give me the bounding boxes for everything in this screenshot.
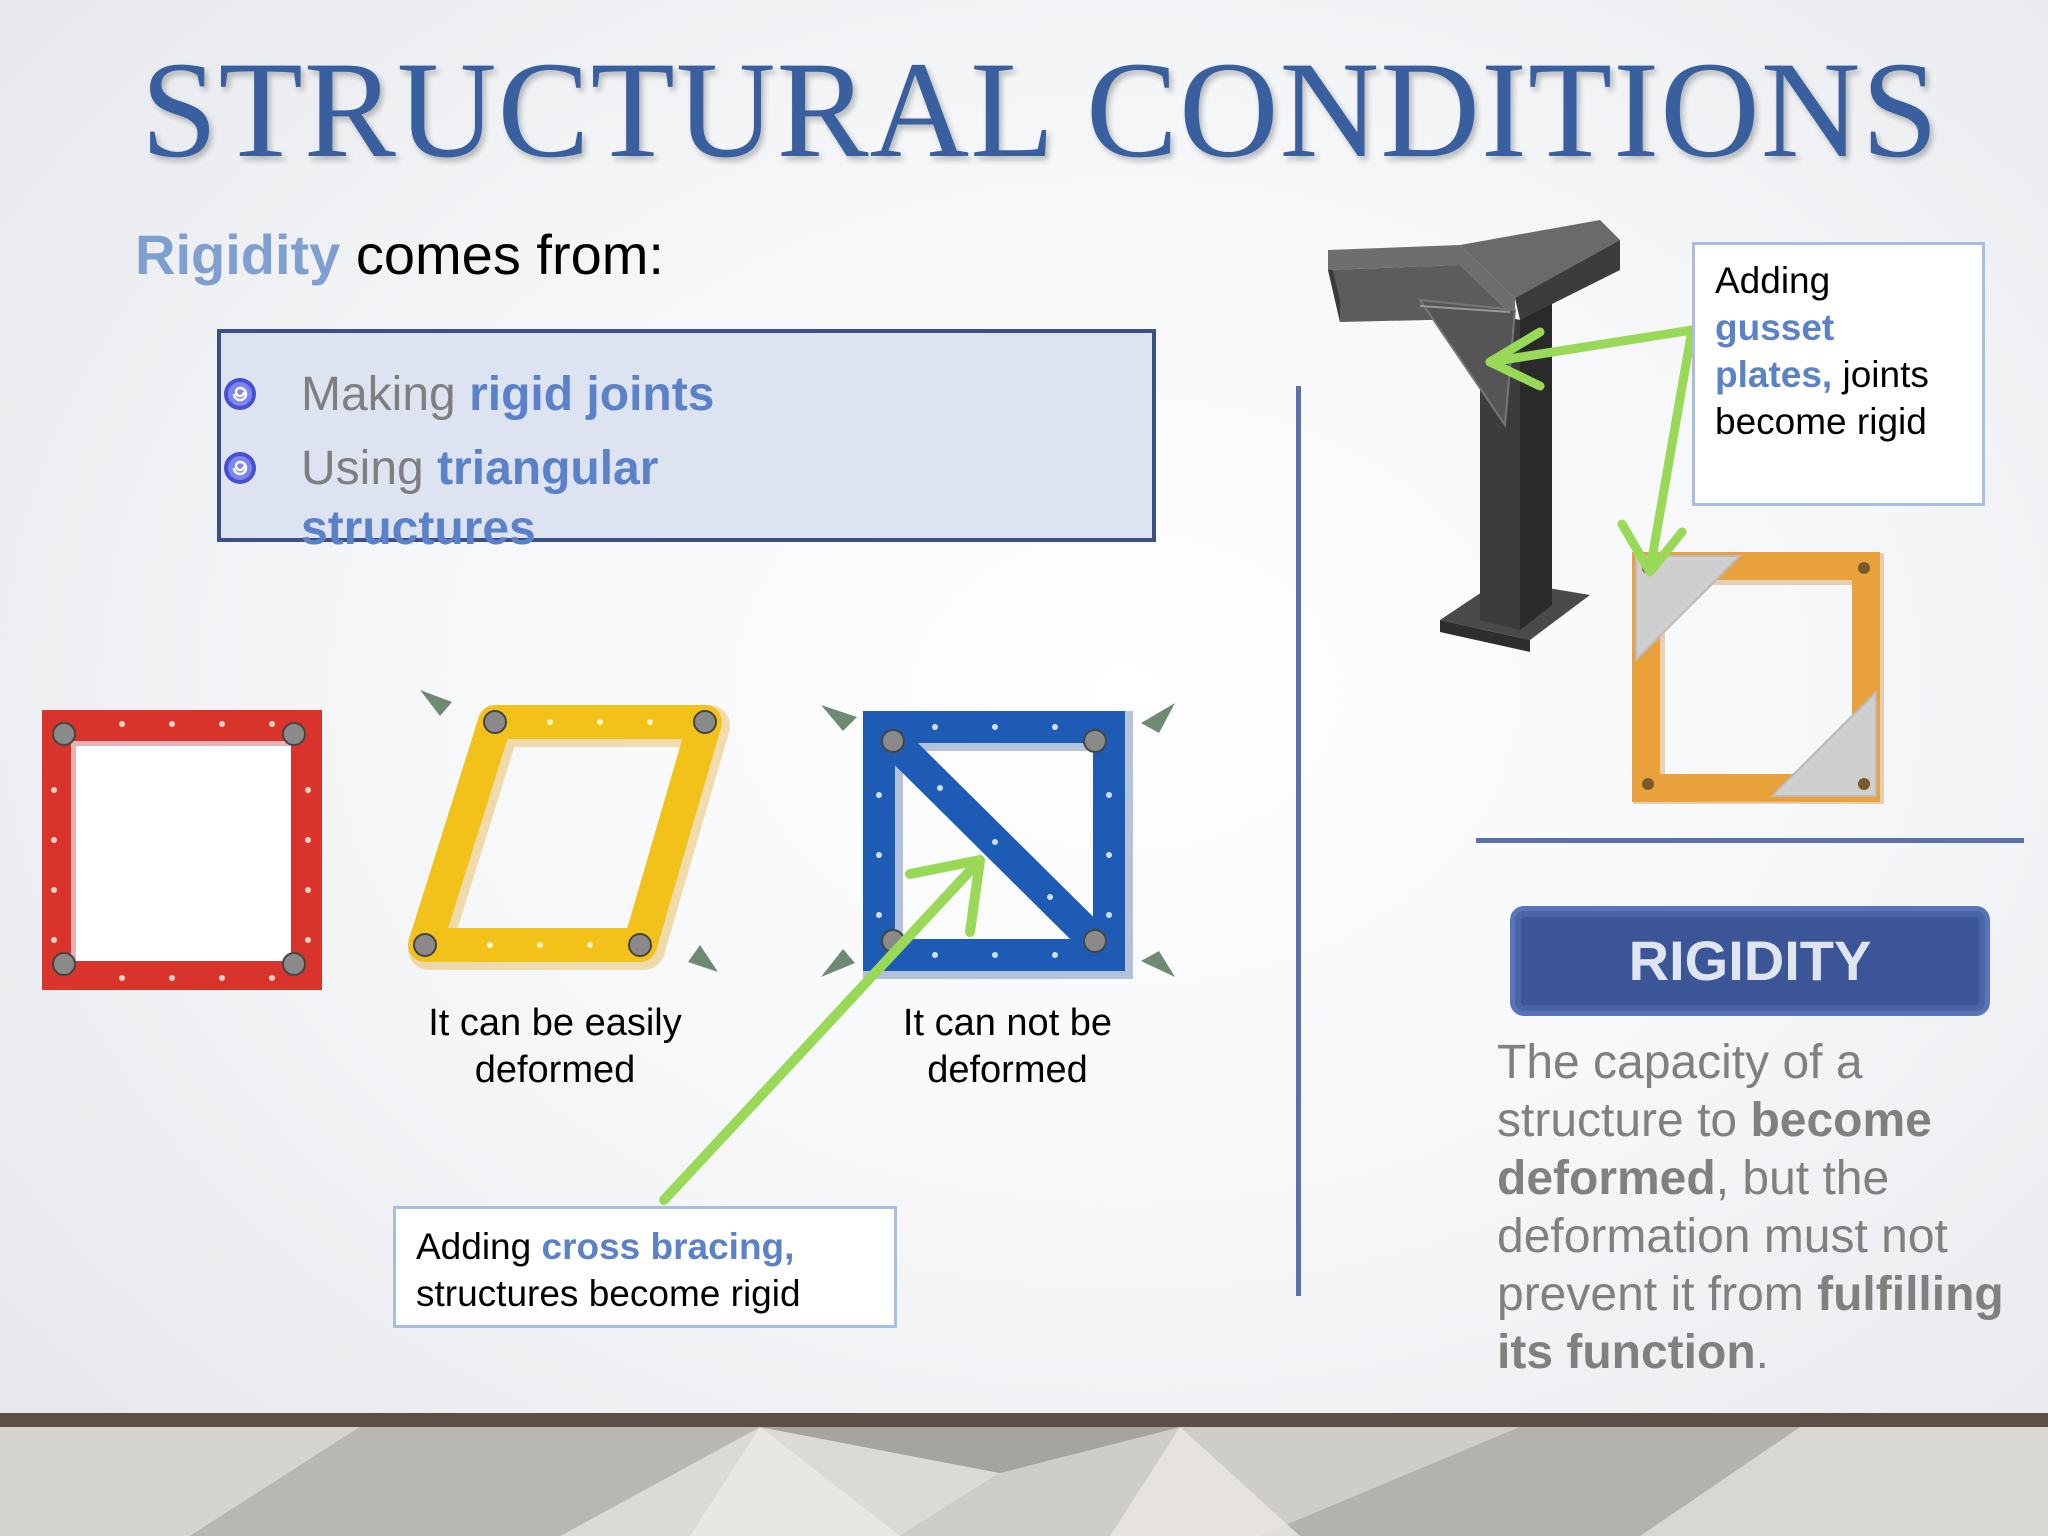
gusset-rest2: joints	[1832, 354, 1929, 395]
gusset-arrows-icon	[1485, 325, 1697, 577]
heading-rest: comes from:	[340, 223, 664, 286]
bullet-box: Making rigid joints Using triangular str…	[217, 329, 1156, 555]
horizontal-divider	[1476, 838, 2024, 843]
bullet-pre: Making	[301, 368, 470, 421]
yellow-caption: It can be easily deformed	[400, 1000, 710, 1094]
heading-emph: Rigidity	[135, 223, 341, 286]
bullet-item: Making rigid joints	[224, 365, 715, 425]
gusset-emph2: plates,	[1715, 354, 1833, 395]
spiral-bullet-icon	[224, 452, 256, 484]
vertical-divider	[1296, 386, 1301, 1296]
definition-bold: fulfilling its function	[1497, 1268, 2004, 1379]
red-square-frame	[42, 710, 322, 990]
callout-line2: structures become rigid	[416, 1273, 801, 1314]
caption-line: It can be easily	[428, 1002, 682, 1044]
bullet-item: Using triangular structures	[224, 439, 801, 559]
gusset-column-image	[1328, 220, 1620, 652]
definition-text: , but the deformation must not prevent i…	[1497, 1152, 1948, 1321]
definition-text: .	[1755, 1326, 1769, 1379]
gusset-callout: Adding gusset plates, joints become rigi…	[1692, 242, 1985, 506]
caption-line: It can not be	[902, 1002, 1113, 1044]
orange-gusset-frame	[1632, 552, 1884, 804]
blue-caption: It can not be deformed	[855, 1000, 1160, 1094]
definition-bold: become deformed	[1497, 1094, 1932, 1205]
rigidity-definition: The capacity of a structure to become de…	[1497, 1034, 2017, 1382]
rigidity-heading: Rigidity comes from:	[135, 222, 664, 287]
definition-text: The capacity of a structure to	[1497, 1036, 1863, 1147]
cross-bracing-arrow-icon	[659, 855, 985, 1205]
cross-bracing-callout: Adding cross bracing, structures become …	[393, 1206, 897, 1328]
gusset-line4: become rigid	[1715, 401, 1927, 442]
bullet-emph: rigid joints	[469, 368, 715, 421]
rigidity-label-box: RIGIDITY	[1510, 906, 1990, 1016]
roof-photo-band	[0, 1413, 2048, 1536]
callout-emph: cross bracing,	[541, 1226, 795, 1267]
callout-pre: Adding	[416, 1226, 542, 1267]
bullet-emph: triangular structures	[301, 442, 659, 555]
yellow-parallelogram-frame	[408, 690, 730, 972]
gusset-line1: Adding	[1715, 260, 1831, 301]
slide-title: STRUCTURAL CONDITIONS	[140, 33, 1940, 186]
spiral-bullet-icon	[224, 378, 256, 410]
caption-line: deformed	[474, 1049, 636, 1091]
blue-braced-square-frame	[821, 703, 1175, 979]
caption-line: deformed	[927, 1049, 1088, 1091]
bullet-pre: Using	[301, 442, 438, 495]
gusset-emph1: gusset	[1715, 307, 1835, 348]
